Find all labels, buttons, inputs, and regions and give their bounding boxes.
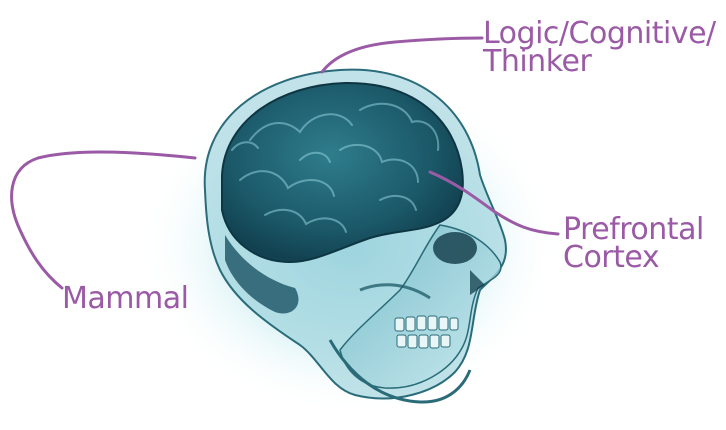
leader-line-logic xyxy=(322,38,482,72)
prefrontal-cortex-label: Prefrontal Cortex xyxy=(563,216,704,272)
prefrontal-label-line2: Cortex xyxy=(563,244,704,272)
logic-label-line2: Thinker xyxy=(483,48,716,76)
mammal-label: Mammal xyxy=(62,285,188,313)
mammal-label-text: Mammal xyxy=(62,285,188,313)
eye-socket-icon xyxy=(433,232,477,264)
logic-cognitive-thinker-label: Logic/Cognitive/ Thinker xyxy=(483,20,716,76)
